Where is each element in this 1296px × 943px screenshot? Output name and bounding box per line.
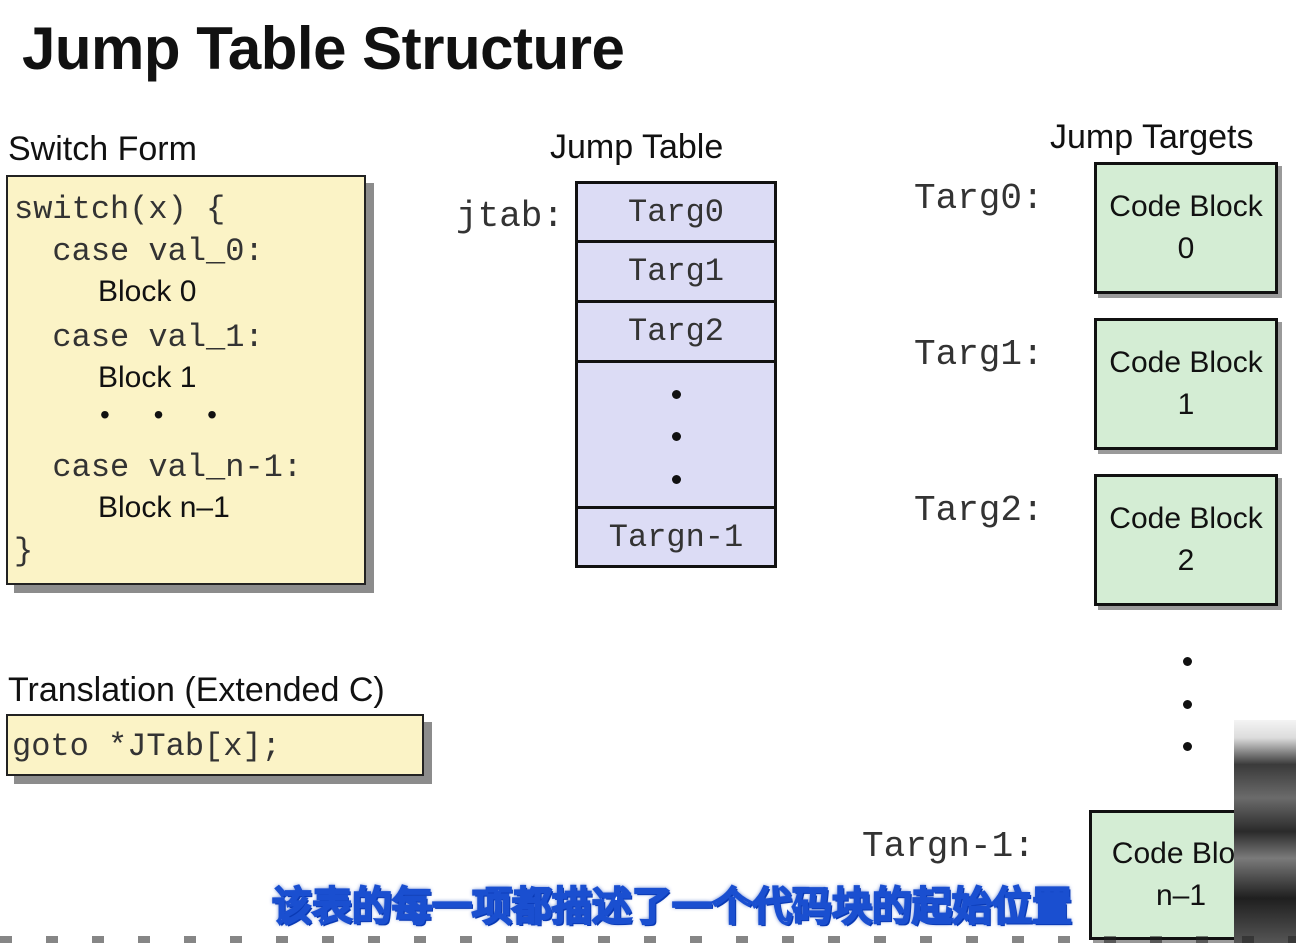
code-block-number: 2	[1177, 544, 1195, 577]
target-label: Targ0:	[914, 178, 1044, 219]
code-block: Code Bloc n–1	[1089, 810, 1273, 940]
video-overlay	[1234, 720, 1296, 943]
switch-line: switch(x) {	[14, 191, 226, 228]
ellipsis-dot	[1183, 657, 1192, 666]
code-block-title: Code Bloc	[1111, 837, 1251, 870]
jtab-pointer-label: jtab:	[456, 196, 565, 237]
case-line: case val_n-1:	[14, 449, 303, 486]
ellipsis-dot	[672, 390, 681, 399]
code-block: Code Block 0	[1094, 162, 1278, 294]
jump-table-entry: Targn-1	[575, 506, 777, 568]
jump-table-label: Jump Table	[550, 128, 724, 166]
block-line: Block 0	[98, 275, 197, 308]
code-block-number: 1	[1177, 388, 1195, 421]
ellipsis-dot	[672, 432, 681, 441]
closing-brace: }	[14, 533, 34, 570]
ellipsis-dot	[672, 475, 681, 484]
code-block-title: Code Block	[1109, 502, 1263, 535]
code-block-number: n–1	[1155, 879, 1207, 912]
video-subtitle: 该表的每一项都描述了一个代码块的起始位置	[271, 883, 1073, 931]
code-block-number: 0	[1177, 232, 1195, 265]
code-block-title: Code Block	[1109, 346, 1263, 379]
jump-targets-label: Jump Targets	[1050, 118, 1254, 156]
code-block-title: Code Block	[1109, 190, 1263, 223]
switch-form-label: Switch Form	[8, 130, 197, 168]
code-block: Code Block 1	[1094, 318, 1278, 450]
bottom-edge-strip	[0, 936, 1296, 943]
target-label: Targ2:	[914, 490, 1044, 531]
block-line: Block 1	[98, 361, 197, 394]
case-line: case val_0:	[14, 233, 264, 270]
switch-form-box: switch(x) { case val_0: Block 0 case val…	[6, 175, 366, 585]
page-title: Jump Table Structure	[22, 15, 625, 82]
translation-label: Translation (Extended C)	[8, 671, 385, 709]
jump-table-entry: Targ2	[575, 300, 777, 363]
ellipsis-dots: • • •	[100, 399, 235, 430]
ellipsis-dot	[1183, 700, 1192, 709]
translation-code: goto *JTab[x];	[12, 728, 281, 765]
code-block: Code Block 2	[1094, 474, 1278, 606]
target-label: Targ1:	[914, 334, 1044, 375]
jump-table-entry: Targ0	[575, 181, 777, 243]
translation-box: goto *JTab[x];	[6, 714, 424, 776]
ellipsis-dot	[1183, 742, 1192, 751]
case-line: case val_1:	[14, 319, 264, 356]
target-label: Targn-1:	[862, 826, 1035, 867]
jump-table-entry: Targ1	[575, 240, 777, 303]
block-line: Block n–1	[98, 491, 230, 524]
